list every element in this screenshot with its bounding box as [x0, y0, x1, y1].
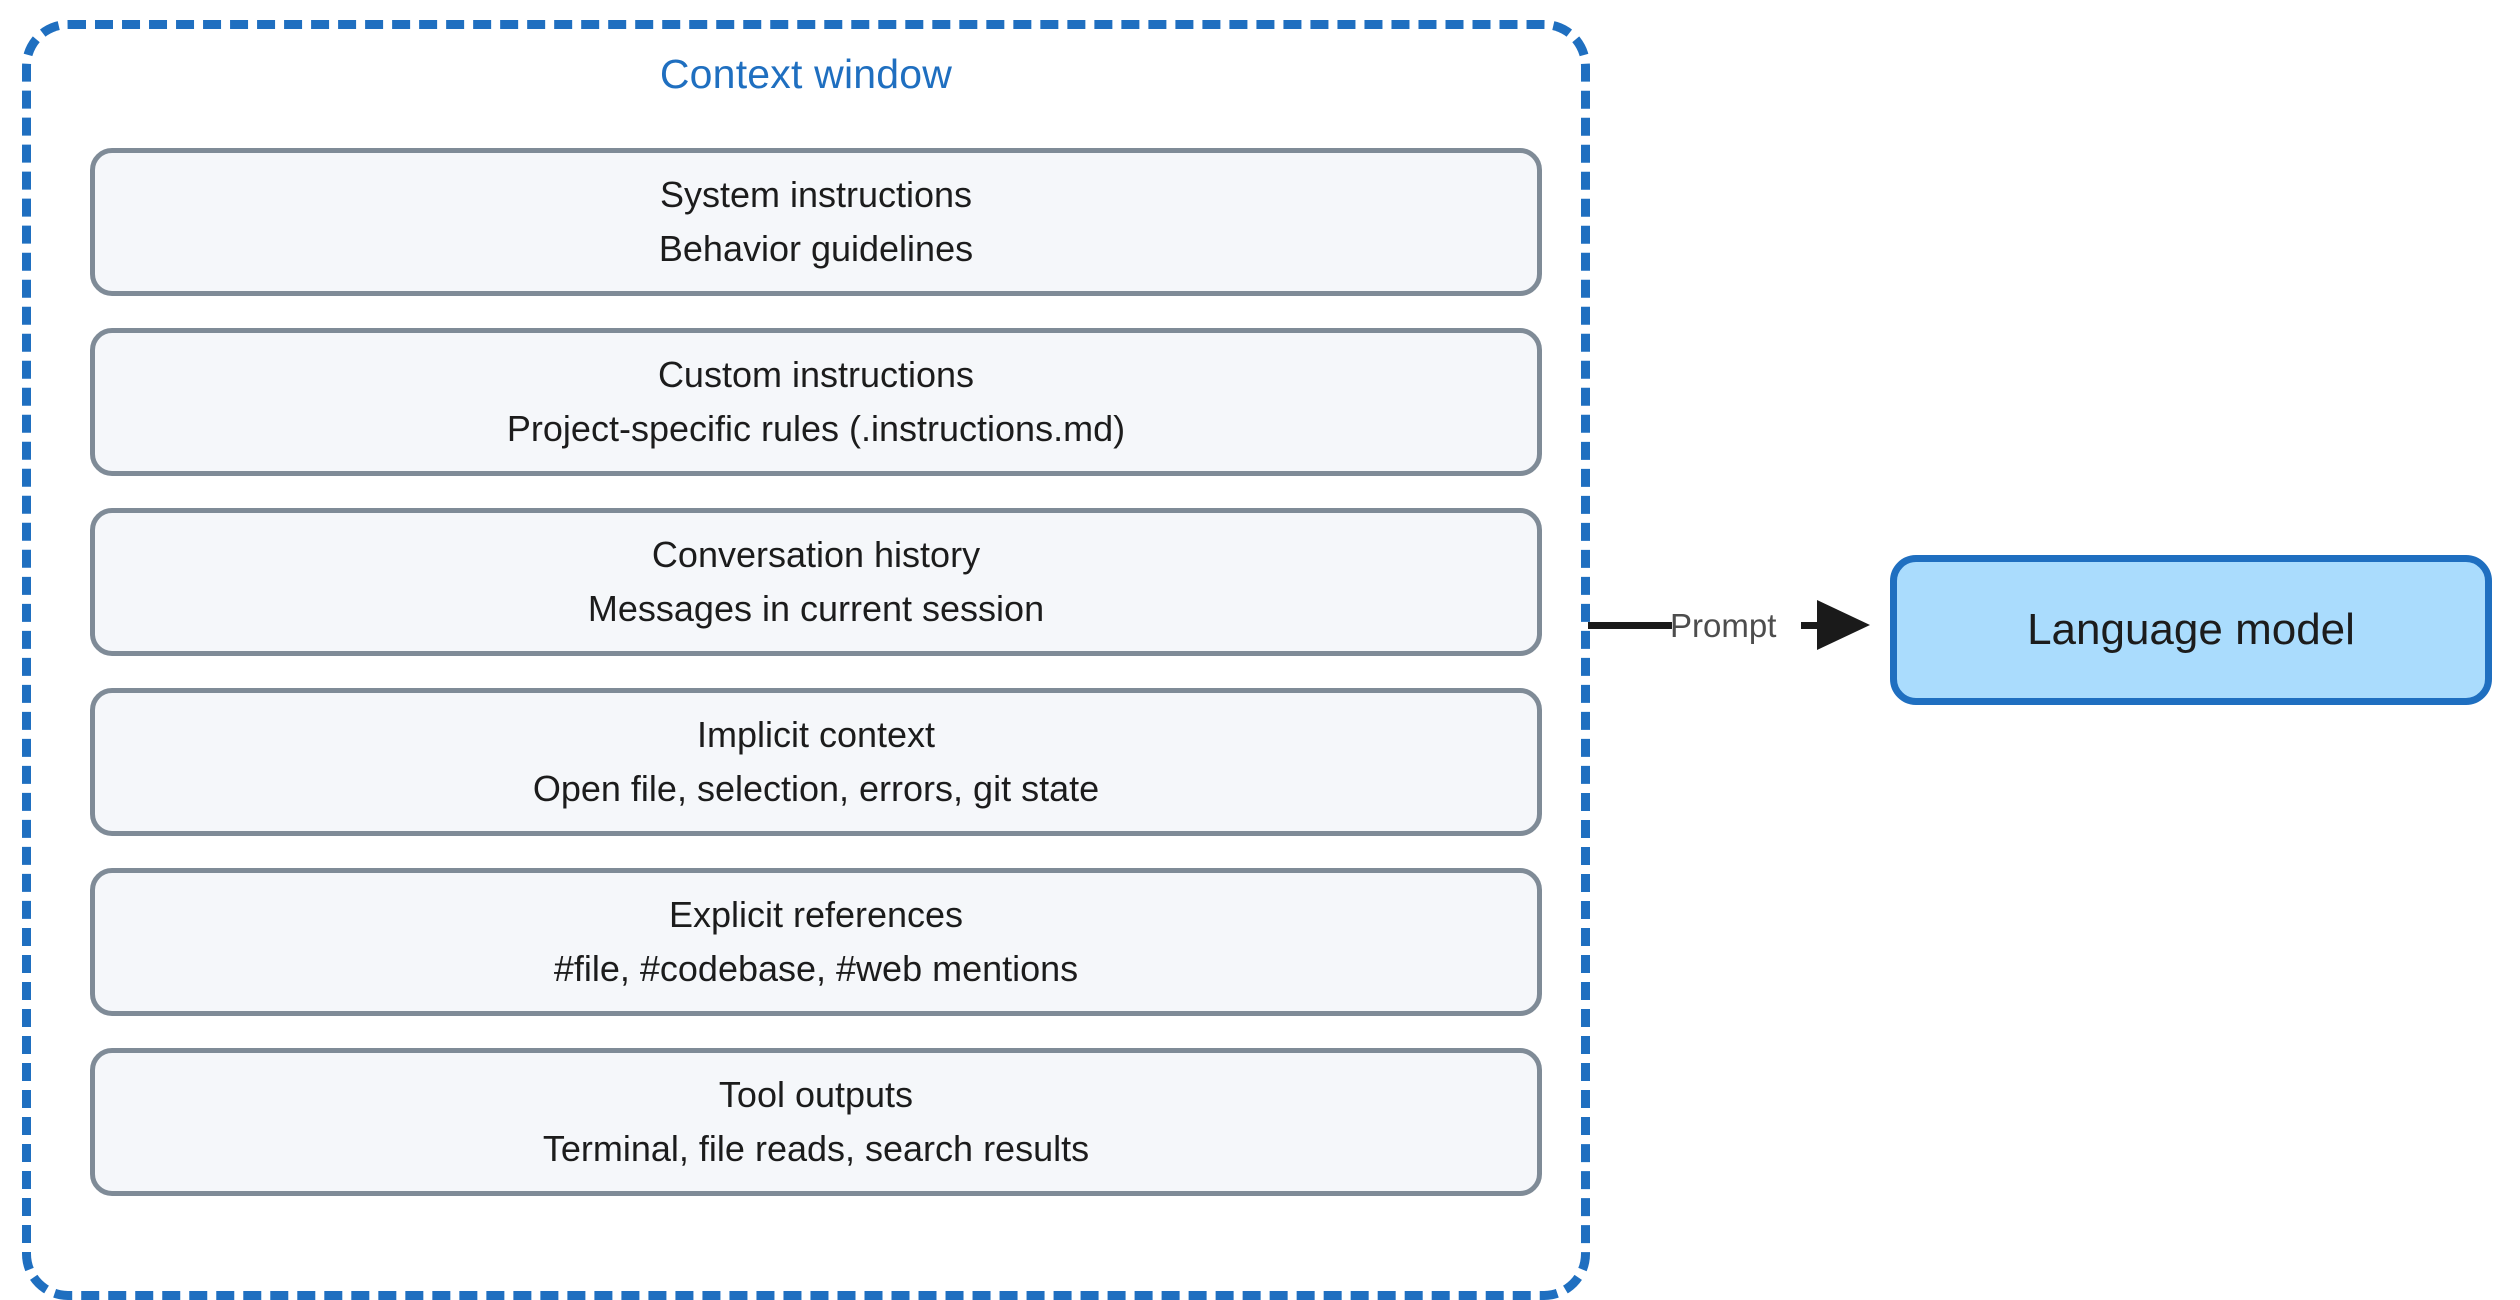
context-item-title: Tool outputs — [718, 1074, 914, 1115]
context-item-title: Explicit references — [668, 894, 964, 935]
context-item-subtitle: Project-specific rules (.instructions.md… — [506, 408, 1126, 449]
prompt-edge-label: Prompt — [1670, 607, 1777, 644]
context-item-title: Custom instructions — [657, 354, 975, 395]
context-item-explicit-references: Explicit references #file, #codebase, #w… — [90, 868, 1542, 1016]
context-item-title: Implicit context — [696, 714, 936, 755]
context-item-title: Conversation history — [651, 534, 981, 575]
context-item-subtitle: Behavior guidelines — [658, 228, 974, 269]
arrow-line-icon — [1801, 622, 1823, 629]
language-model-node: Language model — [1890, 555, 2492, 705]
arrow-line-icon — [1588, 622, 1672, 629]
diagram-canvas: Context window System instructions Behav… — [22, 20, 2492, 1300]
context-item-implicit-context: Implicit context Open file, selection, e… — [90, 688, 1542, 836]
context-item-subtitle: Messages in current session — [587, 588, 1045, 629]
language-model-label: Language model — [2027, 605, 2355, 654]
context-component-stack: System instructions Behavior guidelines … — [90, 148, 1542, 1196]
context-window-title: Context window — [659, 51, 953, 97]
context-item-custom-instructions: Custom instructions Project-specific rul… — [90, 328, 1542, 476]
context-item-subtitle: Open file, selection, errors, git state — [532, 768, 1100, 809]
arrow-head-icon — [1817, 600, 1870, 650]
context-item-system-instructions: System instructions Behavior guidelines — [90, 148, 1542, 296]
context-item-tool-outputs: Tool outputs Terminal, file reads, searc… — [90, 1048, 1542, 1196]
prompt-arrow: Prompt — [1588, 596, 1888, 656]
context-item-conversation-history: Conversation history Messages in current… — [90, 508, 1542, 656]
context-item-title: System instructions — [659, 174, 973, 215]
context-item-subtitle: #file, #codebase, #web mentions — [553, 948, 1079, 989]
context-item-subtitle: Terminal, file reads, search results — [542, 1128, 1090, 1169]
